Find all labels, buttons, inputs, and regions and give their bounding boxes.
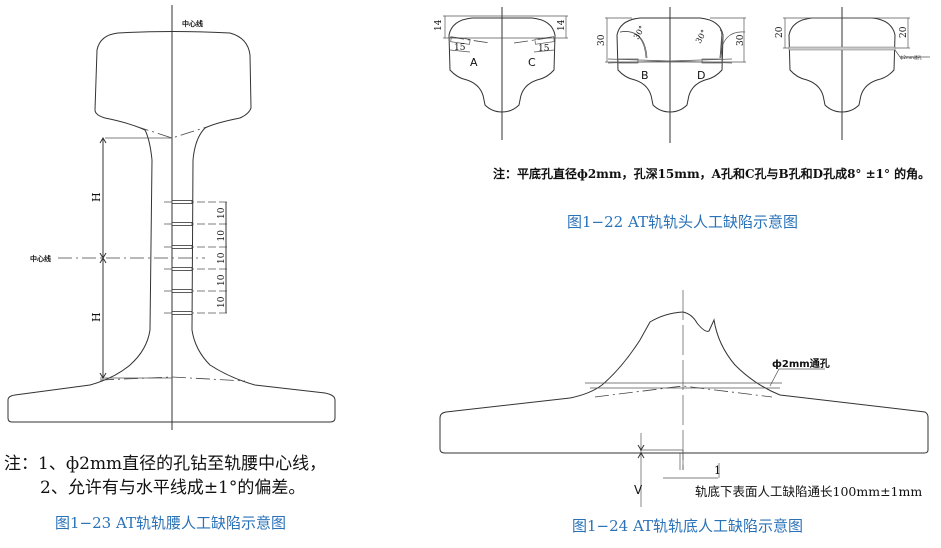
hole-spacing-label: 10 bbox=[217, 207, 227, 219]
through-hole-label: ф2mm通孔 bbox=[772, 357, 830, 370]
h-label-upper: H bbox=[90, 192, 103, 202]
figure-web-defects: H H 中心线 中心线 10 10 10 10 10 注：1、ф2mm直径的孔钻至轨腰中… bbox=[4, 5, 336, 532]
dim-1-label: 1 bbox=[714, 464, 721, 477]
dim-v-label: V bbox=[634, 483, 643, 497]
dim-14-left: 14 bbox=[434, 19, 444, 31]
head-profile-ac bbox=[448, 17, 556, 113]
caption-fig-1-22: 图1−22 AT轨轨头人工缺陷示意图 bbox=[567, 213, 798, 231]
caption-fig-1-23: 图1−23 AT轨轨腰人工缺陷示意图 bbox=[55, 514, 286, 532]
angle-30-left: 30° bbox=[632, 24, 647, 41]
web-holes bbox=[164, 200, 230, 315]
hole-a-label: A bbox=[470, 56, 478, 69]
hole-d-label: D bbox=[697, 69, 705, 82]
rail-outline bbox=[7, 31, 336, 423]
caption-fig-1-24: 图1−24 AT轨轨底人工缺陷示意图 bbox=[572, 517, 803, 535]
web-foot-boundary bbox=[99, 376, 246, 382]
h-label-lower: H bbox=[90, 312, 103, 322]
figure-head-defects: 14 14 15 15 A C 30 30 30° 30° B D 20 20 … bbox=[434, 7, 930, 231]
dim-30-left: 30 bbox=[597, 34, 607, 46]
through-hole-head bbox=[788, 46, 896, 51]
web-hole bbox=[171, 200, 193, 204]
hole-spacing-label: 10 bbox=[217, 252, 227, 264]
dim-14-right: 14 bbox=[557, 19, 567, 31]
through-hole-small-label: ф2mm通孔 bbox=[900, 54, 922, 60]
hole-c-label: C bbox=[528, 56, 536, 69]
web-hole bbox=[171, 311, 193, 315]
figure-foot-defects: ф2mm通孔 1 V 轨底下表面人工缺陷通长100mm±1mm 图1−24 AT… bbox=[439, 290, 929, 535]
head-note: 注：平底孔直径ф2mm，孔深15mm，A孔和C孔与B孔和D孔成8° ±1° 的角… bbox=[493, 166, 930, 181]
web-hole bbox=[171, 245, 193, 249]
hole-spacing-label: 10 bbox=[217, 296, 227, 308]
dim-20-left: 20 bbox=[775, 26, 785, 38]
dim-30-right: 30 bbox=[736, 34, 746, 46]
hole-spacing-label: 10 bbox=[217, 274, 227, 286]
web-hole bbox=[171, 289, 193, 293]
centerline-label-left: 中心线 bbox=[30, 254, 51, 263]
angle-30-right: 30° bbox=[694, 28, 709, 45]
centerline-label-top: 中心线 bbox=[182, 19, 203, 28]
head-profile-through bbox=[788, 17, 896, 113]
head-web-boundary bbox=[134, 125, 211, 139]
web-hole bbox=[171, 222, 193, 226]
web-hole bbox=[171, 267, 193, 271]
web-note-line2: 2、允许有与水平线成±1°的偏差。 bbox=[40, 478, 305, 498]
dim-20-right: 20 bbox=[899, 26, 909, 38]
dim-15-a: 15 bbox=[454, 43, 466, 53]
hole-spacing-label: 10 bbox=[217, 230, 227, 242]
foot-note: 轨底下表面人工缺陷通长100mm±1mm bbox=[695, 484, 922, 499]
web-note-line1: 注：1、ф2mm直径的孔钻至轨腰中心线， bbox=[4, 454, 326, 474]
head-profile-bd bbox=[616, 17, 724, 113]
foot-outline bbox=[439, 311, 929, 454]
dim-15-c: 15 bbox=[538, 44, 550, 54]
hole-b-label: B bbox=[641, 69, 649, 82]
